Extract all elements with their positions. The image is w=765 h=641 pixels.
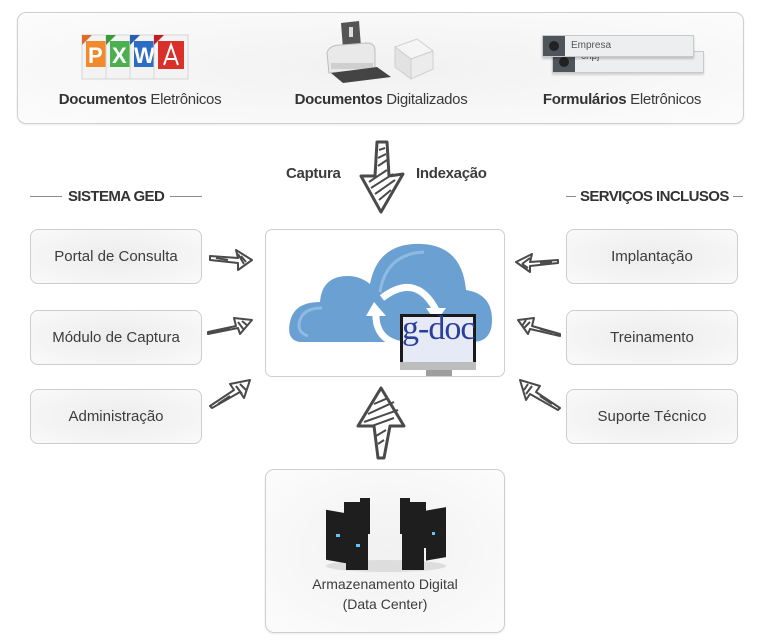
form-fields-icon: cnpj Empresa bbox=[542, 35, 704, 77]
office-files-icon: P X W bbox=[81, 34, 189, 80]
indexing-label: Indexação bbox=[416, 165, 487, 182]
svg-text:P: P bbox=[88, 43, 103, 68]
portal-consulta-button[interactable]: Portal de Consulta bbox=[30, 229, 202, 284]
capture-label: Captura bbox=[286, 165, 341, 182]
arrow-down-icon bbox=[359, 140, 405, 214]
chevron-icon bbox=[559, 57, 569, 67]
arrow-right-icon bbox=[209, 249, 253, 271]
arrow-right-icon bbox=[207, 317, 253, 335]
arrow-up-icon bbox=[356, 386, 406, 460]
arrow-up-right-icon bbox=[209, 379, 251, 409]
modulo-captura-button[interactable]: Módulo de Captura bbox=[30, 310, 202, 365]
gdoc-logo: g-doc bbox=[402, 310, 475, 347]
treinamento-button[interactable]: Treinamento bbox=[566, 310, 738, 365]
electronic-forms-caption: Formulários Eletrônicos bbox=[542, 91, 702, 108]
included-services-title: SERVIÇOS INCLUSOS bbox=[566, 188, 743, 205]
monitor-stand bbox=[426, 370, 452, 376]
form-field-empresa: Empresa bbox=[542, 35, 694, 57]
implantacao-button[interactable]: Implantação bbox=[566, 229, 738, 284]
svg-text:X: X bbox=[112, 43, 127, 68]
arrow-left-icon bbox=[515, 253, 559, 273]
scanner-icon bbox=[326, 21, 435, 83]
arrow-up-left-icon bbox=[519, 379, 561, 411]
cloud-sync-icon bbox=[289, 243, 492, 370]
scanned-documents-caption: Documentos Digitalizados bbox=[294, 91, 468, 108]
gdoc-cloud-box: g-doc bbox=[265, 229, 505, 377]
arrow-left-icon bbox=[517, 317, 561, 337]
document-sources-panel: P X W Documentos Eletrônico bbox=[17, 12, 744, 124]
data-center-caption: Armazenamento Digital (Data Center) bbox=[312, 576, 458, 612]
ged-system-title: SISTEMA GED bbox=[30, 188, 203, 205]
electronic-documents-caption: Documentos Eletrônicos bbox=[58, 91, 222, 108]
suporte-tecnico-button[interactable]: Suporte Técnico bbox=[566, 389, 738, 444]
svg-text:W: W bbox=[134, 43, 155, 68]
data-center-box: Armazenamento Digital (Data Center) bbox=[265, 469, 505, 633]
administracao-button[interactable]: Administração bbox=[30, 389, 202, 444]
servers-icon bbox=[326, 498, 446, 572]
chevron-icon bbox=[549, 41, 559, 51]
